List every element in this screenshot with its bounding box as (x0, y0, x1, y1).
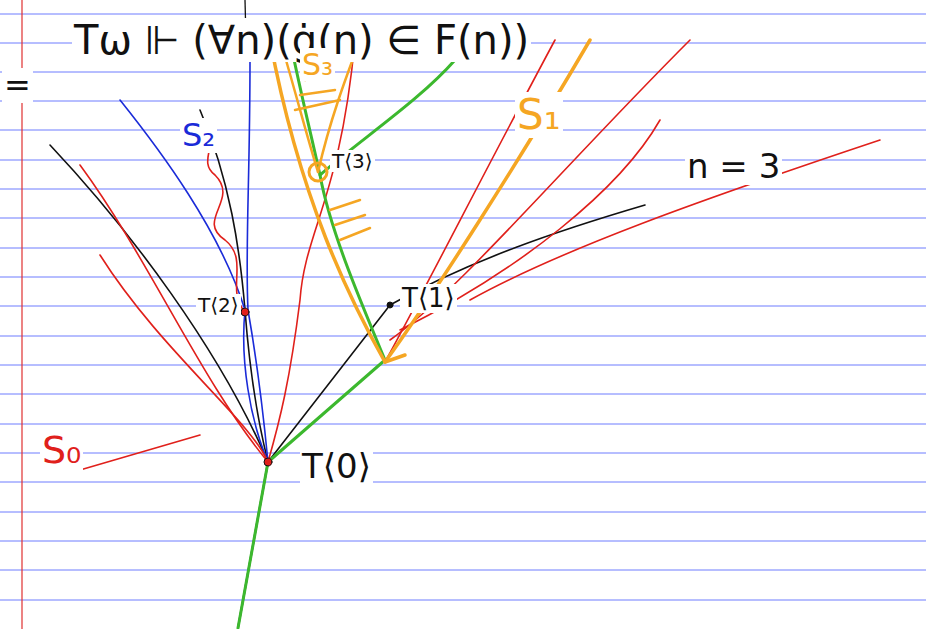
set-name: S₁ (515, 92, 563, 138)
node-name: T⟨3⟩ (330, 150, 375, 172)
tree (50, 40, 880, 628)
node-name: T⟨1⟩ (400, 284, 457, 313)
ruled-lines (0, 14, 926, 600)
equals-sign: = (2, 68, 33, 103)
note: n = 3 (685, 148, 782, 185)
node-name: T⟨2⟩ (196, 294, 241, 316)
node-name: T⟨0⟩ (300, 448, 373, 485)
set-name: S₀ (40, 430, 83, 472)
set-name: S₂ (180, 118, 217, 153)
set-name: S₃ (300, 48, 335, 81)
